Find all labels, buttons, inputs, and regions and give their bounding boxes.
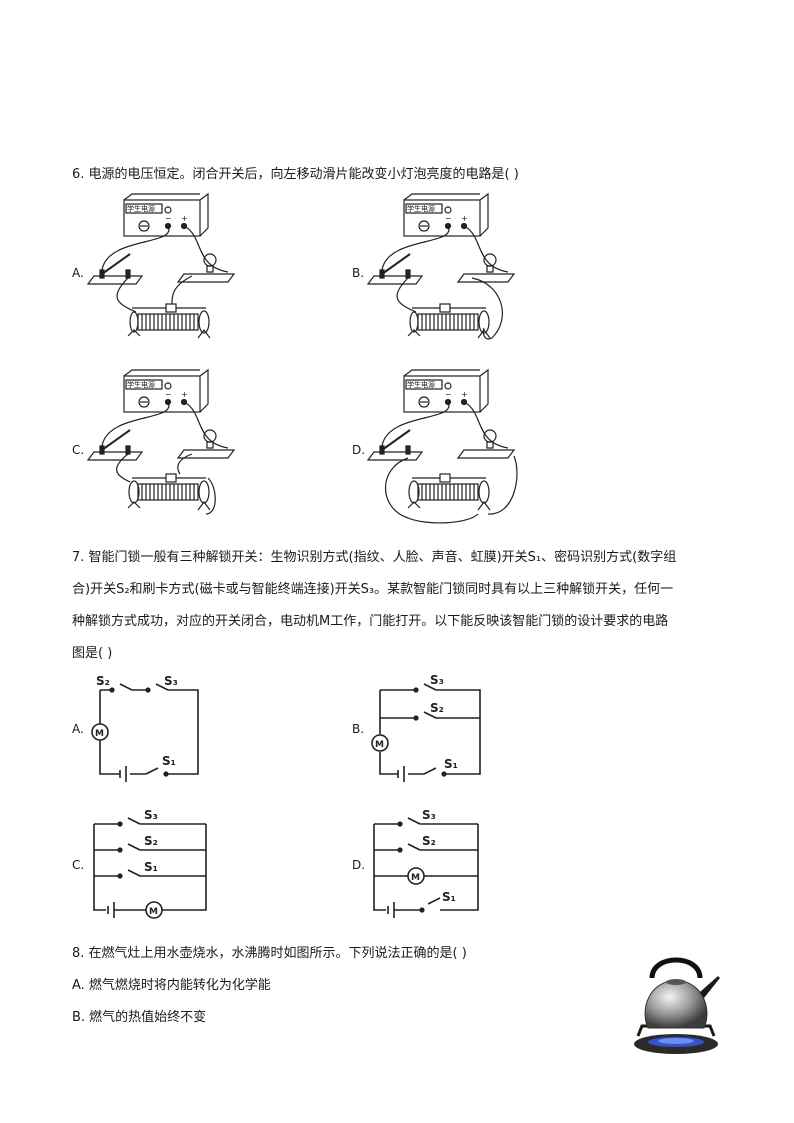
q7-d-motor: M: [411, 873, 420, 883]
q6-a-minus: −: [165, 214, 172, 223]
q6-circuit-d: 学生电源 − +: [366, 368, 518, 524]
q6-c-supply-label: 学生电源: [127, 380, 155, 389]
q7-a-s1: S₁: [162, 754, 176, 768]
q6-c-plus: +: [181, 390, 188, 399]
q7-c-motor: M: [149, 907, 158, 917]
q8-choice-a[interactable]: A. 燃气燃烧时将内能转化为化学能: [72, 978, 271, 993]
q7-circuit-b: S₃ S₂ S₁ M: [371, 673, 481, 782]
q6-b-plus: +: [461, 214, 468, 223]
q7-circuit-c: S₃ S₂ S₁ M: [93, 808, 207, 919]
q7-c-s1: S₁: [144, 860, 158, 874]
q8-stem: 8. 在燃气灶上用水壶烧水，水沸腾时如图所示。下列说法正确的是( ): [72, 946, 467, 961]
q6-circuit-a: 学生电源 − +: [86, 192, 236, 339]
q6-b-minus: −: [445, 214, 452, 223]
q7-option-b-label[interactable]: B.: [352, 722, 365, 736]
q7-option-c-label[interactable]: C.: [72, 858, 85, 872]
q6-d-supply-label: 学生电源: [407, 380, 435, 389]
q6-a-supply-label: 学生电源: [127, 204, 155, 213]
q7-b-s1: S₁: [444, 757, 458, 771]
q7-stem-line-1: 7. 智能门锁一般有三种解锁开关：生物识别方式(指纹、人脸、声音、虹膜)开关S₁…: [72, 550, 677, 565]
q7-circuit-a: S₂ S₃ S₁ M: [91, 674, 199, 782]
q6-option-b-label[interactable]: B.: [352, 266, 365, 280]
q6-d-plus: +: [461, 390, 468, 399]
q7-a-s3: S₃: [164, 674, 178, 688]
q7-c-s2: S₂: [144, 834, 158, 848]
q7-a-s2: S₂: [96, 674, 110, 688]
q7-option-a-label[interactable]: A.: [72, 722, 84, 736]
kettle-on-stove-image: [634, 957, 720, 1054]
q7-b-s2: S₂: [430, 701, 444, 715]
q7-option-d-label[interactable]: D.: [352, 858, 366, 872]
q6-option-d-label[interactable]: D.: [352, 443, 366, 457]
q6-circuit-b: 学生电源 − +: [366, 192, 516, 340]
q8-choice-b[interactable]: B. 燃气的热值始终不变: [72, 1010, 207, 1025]
q7-stem-line-4: 图是( ): [72, 646, 113, 661]
q7-stem-line-3: 种解锁方式成功，对应的开关闭合，电动机M工作，门能打开。以下能反映该智能门锁的设…: [72, 614, 669, 629]
q6-circuit-c: 学生电源 − +: [86, 368, 236, 515]
q6-d-minus: −: [445, 390, 452, 399]
q6-b-supply-label: 学生电源: [407, 204, 435, 213]
q6-option-c-label[interactable]: C.: [72, 443, 85, 457]
q7-circuit-d: S₃ S₂ S₁ M: [373, 808, 479, 918]
q7-b-motor: M: [375, 740, 384, 750]
q6-stem: 6. 电源的电压恒定。闭合开关后，向左移动滑片能改变小灯泡亮度的电路是( ): [72, 167, 519, 182]
q7-b-s3: S₃: [430, 673, 444, 687]
q7-d-s1: S₁: [442, 890, 456, 904]
q6-option-a-label[interactable]: A.: [72, 266, 84, 280]
q7-c-s3: S₃: [144, 808, 158, 822]
q7-d-s2: S₂: [422, 834, 436, 848]
q7-d-s3: S₃: [422, 808, 436, 822]
q6-a-plus: +: [181, 214, 188, 223]
q7-a-motor: M: [95, 729, 104, 739]
q6-c-minus: −: [165, 390, 172, 399]
q7-stem-line-2: 合)开关S₂和刷卡方式(磁卡或与智能终端连接)开关S₃。某款智能门锁同时具有以上…: [72, 582, 674, 597]
